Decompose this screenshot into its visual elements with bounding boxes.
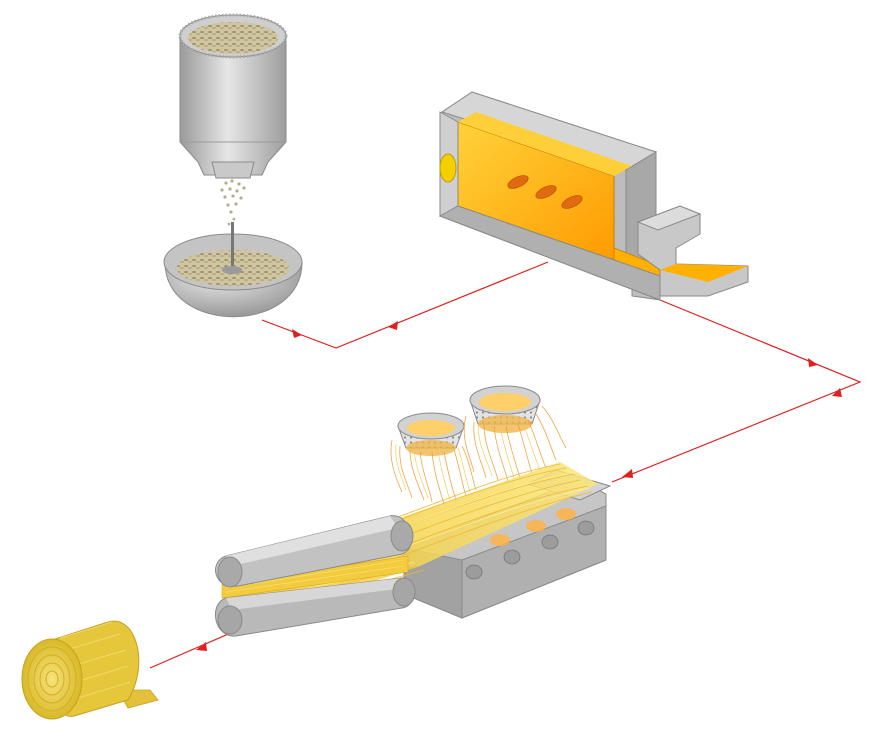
flow-arrow-2 xyxy=(388,321,398,330)
upper-belt xyxy=(215,515,414,588)
flow-arrow-5 xyxy=(622,469,633,478)
furnace-flames xyxy=(507,175,583,209)
silo-icon xyxy=(178,13,288,179)
flow-arrows xyxy=(196,321,842,651)
flow-arrow-3 xyxy=(808,358,818,367)
flow-line-furnace-to-spinner xyxy=(611,299,862,483)
falling-granules xyxy=(220,179,246,226)
flow-arrow-4 xyxy=(832,388,842,397)
flow-arrow-1 xyxy=(292,329,302,338)
furnace-icon xyxy=(438,91,749,301)
spinner-right xyxy=(469,385,541,433)
flow-line-mixer-to-furnace xyxy=(261,261,549,349)
flow-arrow-6 xyxy=(196,642,207,651)
spinner-left xyxy=(397,412,465,456)
flow-line-press-to-roll xyxy=(149,631,234,669)
insulation-roll-icon xyxy=(21,620,159,720)
fiberizing-spinner-icon xyxy=(390,385,567,505)
flow-lines xyxy=(149,261,862,669)
mixing-bowl-icon xyxy=(163,222,303,318)
curing-press-icon xyxy=(215,515,416,637)
lower-belt xyxy=(215,577,416,637)
